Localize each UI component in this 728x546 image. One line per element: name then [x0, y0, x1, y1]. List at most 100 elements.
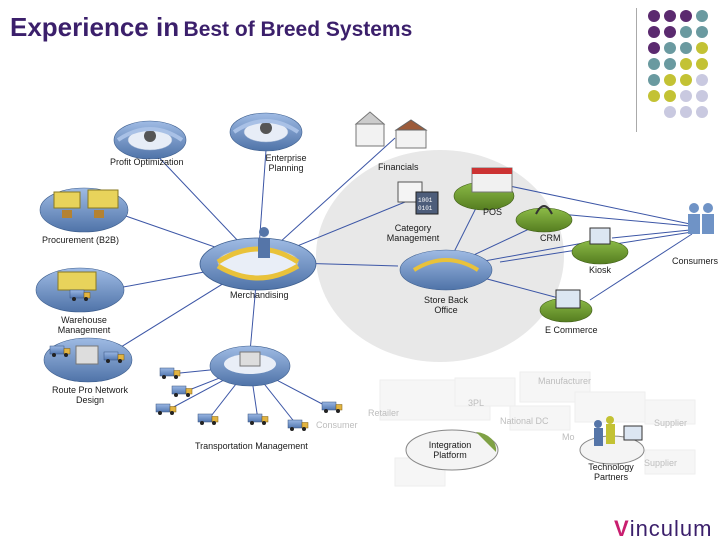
- store-back-office-hub: [399, 249, 493, 291]
- transportation-hub: [155, 345, 343, 432]
- decorative-dot: [680, 106, 692, 118]
- decorative-dot: [680, 90, 692, 102]
- svg-text:0101: 0101: [418, 205, 433, 212]
- decorative-dot: [680, 58, 692, 70]
- truck-icon: [171, 385, 193, 398]
- truck-icon: [287, 419, 309, 432]
- box-icon: [94, 210, 104, 218]
- watermark-retailer: Retailer: [368, 408, 399, 418]
- circular-arrows-icon: [412, 258, 480, 272]
- kiosk-node: [571, 227, 629, 265]
- decorative-dot: [664, 90, 676, 102]
- person-icon: [259, 227, 269, 237]
- title-part1: Experience in: [10, 12, 180, 42]
- decorative-dot: [648, 58, 660, 70]
- decorative-dot: [696, 10, 708, 22]
- procurement-label: Procurement (B2B): [42, 235, 120, 245]
- watermark-national-dc: National DC: [500, 416, 549, 426]
- warehouse-management-label: Warehouse Management: [57, 315, 111, 335]
- building-icon: [75, 345, 99, 365]
- circular-arrows-icon: [116, 127, 184, 142]
- warehouse-building-icon: [57, 271, 97, 291]
- e-commerce-label: E Commerce: [545, 325, 598, 335]
- decorative-dot: [680, 74, 692, 86]
- financials-building-icon: [354, 111, 428, 149]
- people-icon: [689, 203, 699, 213]
- decorative-dot: [680, 42, 692, 54]
- decorative-dot: [664, 26, 676, 38]
- logo-rest: inculum: [629, 516, 713, 541]
- e-commerce-node: [539, 289, 593, 323]
- page-title: Experience in Best of Breed Systems: [10, 12, 412, 43]
- technology-partners-node: [579, 416, 645, 465]
- vinculum-logo: Vinculum: [614, 516, 713, 542]
- category-management-label: Category Management: [386, 223, 440, 243]
- logo-initial: V: [614, 516, 630, 541]
- financials-label: Financials: [378, 162, 419, 172]
- factory-icon: [53, 191, 81, 209]
- merchandising-label: Merchandising: [230, 290, 289, 300]
- decorative-dot: [696, 58, 708, 70]
- factory-icon: [87, 189, 119, 209]
- consumers-label: Consumers: [672, 256, 719, 266]
- route-pro-label: Route Pro Network Design: [51, 385, 129, 405]
- title-part2: Best of Breed Systems: [183, 18, 413, 41]
- binoculars-icon: [144, 130, 156, 142]
- decorative-dot: [648, 90, 660, 102]
- watermark-supplier-1: Supplier: [654, 418, 687, 428]
- enterprise-planning-hub: [229, 112, 303, 152]
- truck-icon: [159, 367, 181, 380]
- integration-platform-node: [405, 429, 499, 471]
- merchandising-hub: [199, 227, 317, 291]
- watermark-manufacturer: Manufacturer: [538, 376, 591, 386]
- decorative-dot: [648, 42, 660, 54]
- consumers-node: [688, 203, 714, 234]
- box-icon: [62, 210, 72, 218]
- decorative-dot: [648, 26, 660, 38]
- decorative-dot: [696, 74, 708, 86]
- pos-node: [453, 167, 515, 211]
- procurement-hub: [39, 187, 129, 233]
- route-pro-hub: [43, 337, 133, 383]
- pos-label: POS: [483, 207, 503, 217]
- building-icon: [239, 351, 261, 367]
- watermark-consumer: Consumer: [316, 420, 358, 430]
- watermark-mo: Mo: [562, 432, 575, 442]
- crm-node: [515, 205, 573, 233]
- decorative-dot: [696, 26, 708, 38]
- decorative-dot: [664, 58, 676, 70]
- technology-partners-label: Technology Partners: [588, 462, 634, 482]
- decorative-dot: [680, 26, 692, 38]
- category-management-node: 1001 0101: [397, 181, 439, 215]
- decorative-dot: [680, 10, 692, 22]
- kiosk-label: Kiosk: [589, 265, 612, 275]
- decorative-dot: [696, 106, 708, 118]
- monitor-icon: [589, 227, 611, 245]
- decorative-dot: [664, 42, 676, 54]
- person-icon: [594, 420, 602, 428]
- database-icon: [415, 191, 439, 215]
- decorative-dot: [648, 74, 660, 86]
- binoculars-icon: [260, 122, 272, 134]
- watermark-supplier-2: Supplier: [644, 458, 677, 468]
- transportation-management-label: Transportation Management: [195, 441, 308, 451]
- supply-chain-watermark: [379, 371, 696, 487]
- enterprise-planning-label: Enterprise Planning: [265, 153, 307, 173]
- circular-arrows-icon: [232, 119, 300, 134]
- computer-icon: [623, 425, 643, 441]
- decorative-dot: [664, 74, 676, 86]
- profit-optimization-label: Profit Optimization: [110, 157, 184, 167]
- profit-optimization-hub: [113, 120, 187, 160]
- warehouse-hub: [35, 267, 125, 313]
- store-back-office-label: Store Back Office: [423, 295, 469, 315]
- integration-platform-label: Integration Platform: [428, 440, 472, 460]
- decorative-dot: [696, 90, 708, 102]
- headset-icon: [535, 205, 553, 215]
- watermark-3pl: 3PL: [468, 398, 484, 408]
- truck-icon: [321, 401, 343, 414]
- truck-icon: [197, 413, 219, 426]
- www-monitor-icon: [555, 289, 581, 309]
- person-icon: [606, 416, 614, 424]
- truck-icon: [247, 413, 269, 426]
